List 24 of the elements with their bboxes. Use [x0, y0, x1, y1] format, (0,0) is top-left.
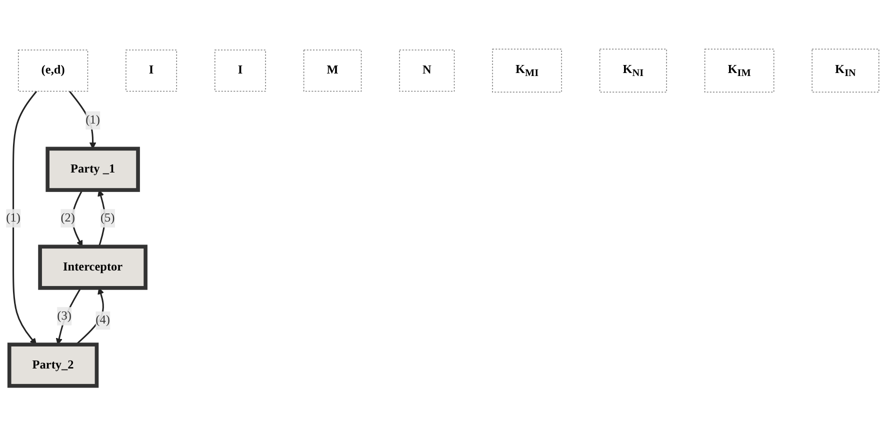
- node-box: Interceptor: [38, 244, 148, 290]
- node-box: K$_{IN}$: [812, 48, 880, 92]
- node-box: K$_{IM}$: [704, 48, 774, 92]
- arrow: [56, 288, 82, 345]
- arrow: [98, 190, 106, 247]
- edge-label: (2): [60, 211, 75, 224]
- node-box: (e,d): [18, 50, 88, 92]
- edge-label: (4): [96, 314, 110, 327]
- node-box: I: [214, 50, 266, 92]
- edge-label: (5): [100, 211, 115, 224]
- node-box: M: [303, 50, 362, 92]
- edge-label: (3): [57, 309, 72, 322]
- node-box: I: [126, 50, 178, 92]
- edge-label: (1): [86, 114, 100, 127]
- node-box: Party _1: [46, 146, 140, 192]
- node-box: K$_{MI}$: [492, 48, 562, 92]
- node-box: K$_{NI}$: [599, 48, 667, 92]
- node-box: N: [399, 50, 455, 92]
- arrow: [76, 288, 104, 346]
- arrow: [68, 90, 96, 149]
- arrow: [12, 90, 38, 345]
- edge-label: (1): [6, 211, 20, 224]
- arrow: [72, 190, 83, 247]
- node-box: Party_2: [7, 342, 99, 388]
